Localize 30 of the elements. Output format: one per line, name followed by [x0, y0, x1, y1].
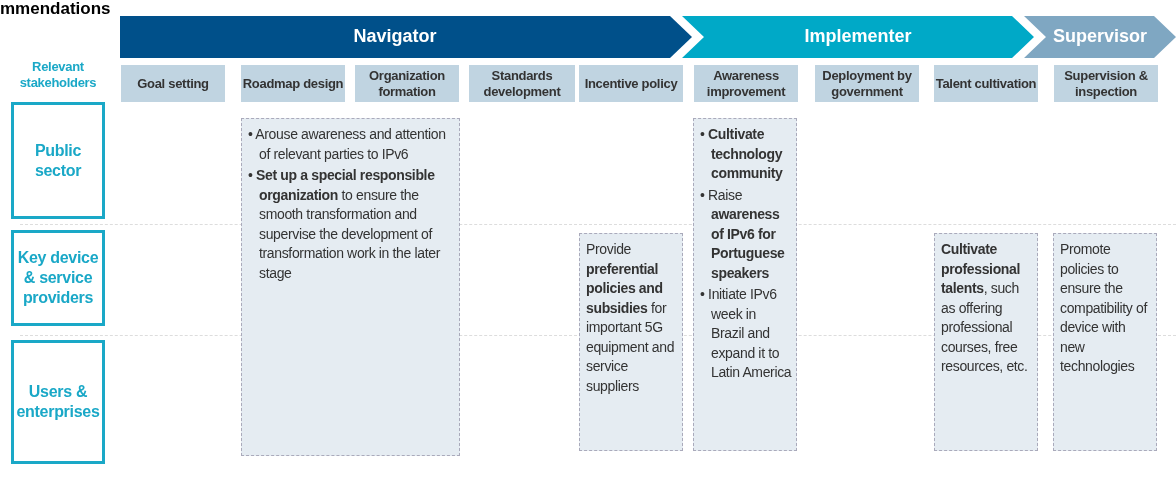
column-caption: Relevant stakeholders	[18, 59, 98, 91]
column-header: Awareness improvement	[694, 65, 798, 102]
phase-label: Navigator	[352, 26, 438, 47]
stakeholder-box: Users & enterprises	[11, 340, 105, 464]
bullet-point: • Set up a special responsible organization to ensure the smooth transformation and supervise the development of transformation work in the later stage	[248, 166, 442, 283]
measure-card	[1053, 233, 1157, 451]
column-header: Incentive policy	[579, 65, 683, 102]
bullet-point: • Cultivate technology community	[700, 125, 784, 183]
measure-card	[693, 118, 797, 451]
phase-label: Implementer	[803, 26, 913, 47]
measure-card	[579, 233, 683, 451]
column-header: Supervision & inspection	[1054, 65, 1158, 102]
column-header: Deployment by government	[815, 65, 919, 102]
column-header: Roadmap design	[241, 65, 345, 102]
column-header: Organization formation	[355, 65, 459, 102]
bullet-point: • Initiate IPv6 week in Brazil and expand it to Latin America	[700, 285, 792, 382]
bullet-point: • Raise awareness of IPv6 for Portuguese speakers	[700, 185, 786, 283]
phase-label: Supervisor	[1051, 26, 1148, 47]
card-text: Cultivate professional talents, such as offering professional courses, free resources, etc.	[941, 240, 1029, 376]
card-text: Promote policies to ensure the compatibility of device with new technologies	[1060, 240, 1149, 376]
stakeholder-box: Key device & service providers	[11, 230, 105, 326]
measure-card	[241, 118, 460, 456]
measure-card	[934, 233, 1038, 451]
column-header: Goal setting	[121, 65, 225, 102]
stakeholder-box: Public sector	[11, 102, 105, 219]
bullet-point: • Arouse awareness and attention of relevant parties to IPv6	[248, 125, 447, 164]
column-header: Standards development	[469, 65, 575, 102]
column-header: Talent cultivation	[934, 65, 1038, 102]
card-text: Provide preferential policies and subsidies for important 5G equipment and service suppliers	[586, 240, 676, 396]
page-title: mmendations	[0, 0, 111, 18]
